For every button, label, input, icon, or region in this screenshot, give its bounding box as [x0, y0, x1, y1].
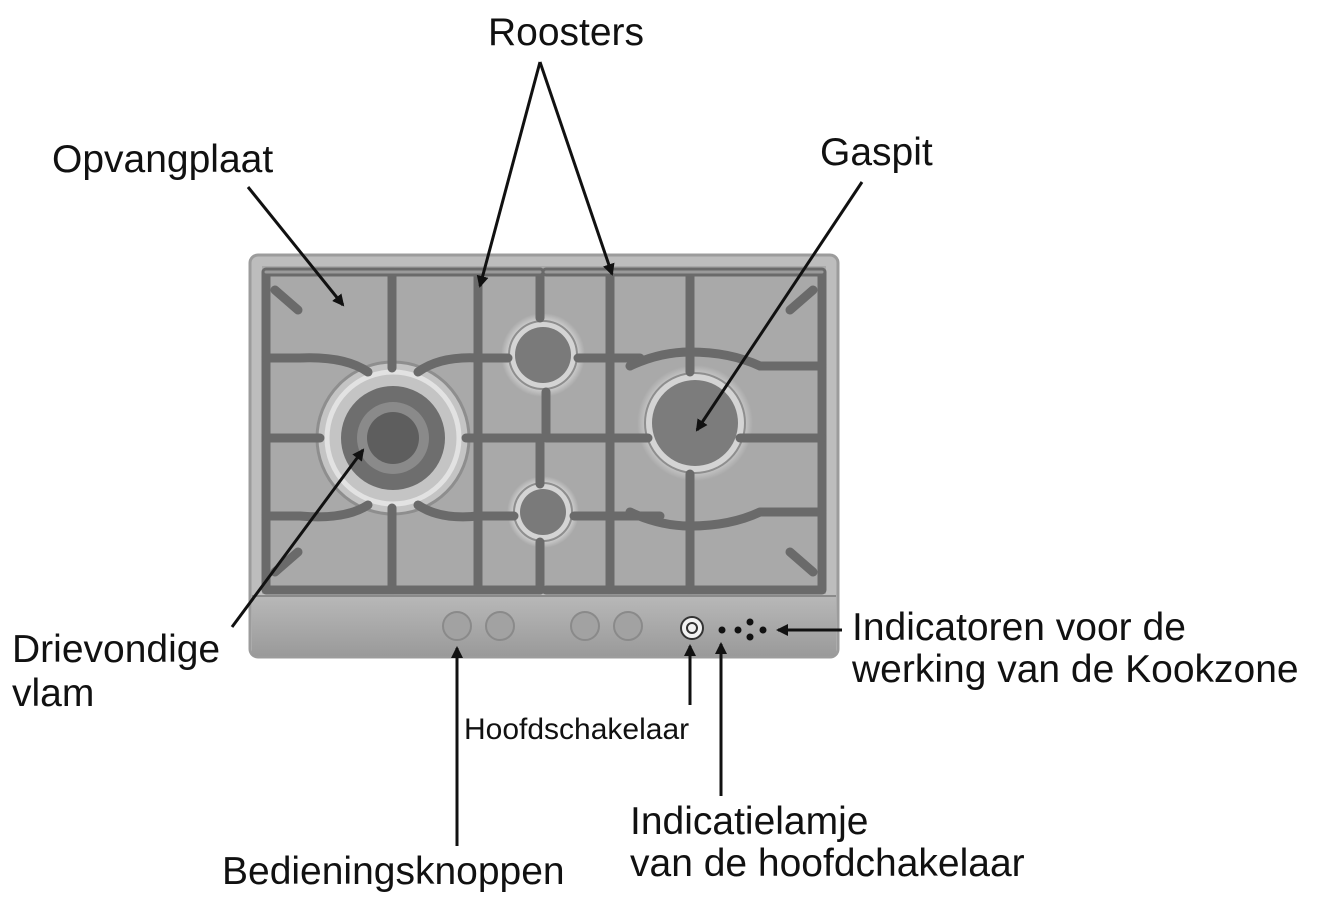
- burner-large: [644, 372, 746, 474]
- label-opvangplaat: Opvangplaat: [52, 138, 273, 181]
- label-indicatoren-line2: werking van de Kookzone: [851, 648, 1299, 691]
- labels: Roosters Opvangplaat Gaspit Drievondige …: [12, 11, 1299, 893]
- burner-small-bottom: [513, 482, 573, 542]
- label-drievondige-vlam-line2: vlam: [12, 672, 94, 715]
- label-roosters: Roosters: [488, 11, 644, 54]
- label-drievondige-vlam: Drievondige: [12, 628, 220, 671]
- label-hoofdschakelaar: Hoofdschakelaar: [464, 713, 689, 746]
- control-knob[interactable]: [485, 611, 515, 641]
- zone-indicator-lights: [718, 618, 767, 641]
- control-knob[interactable]: [613, 611, 643, 641]
- control-knob[interactable]: [570, 611, 600, 641]
- label-bedieningsknoppen: Bedieningsknoppen: [222, 850, 565, 893]
- main-switch[interactable]: [680, 616, 704, 640]
- hob: [248, 253, 840, 659]
- leader-lines: [230, 61, 864, 846]
- pan-supports: [261, 267, 827, 595]
- front-control-panel: [252, 596, 836, 656]
- label-indicatielampje-line2: van de hoofdchakelaar: [630, 842, 1025, 885]
- control-knob[interactable]: [442, 611, 472, 641]
- label-indicatoren: Indicatoren voor de: [852, 606, 1186, 649]
- burner-small-top: [508, 320, 578, 390]
- control-knobs: [442, 611, 643, 641]
- main-switch-indicator-light: [718, 626, 726, 634]
- label-gaspit: Gaspit: [820, 131, 933, 174]
- triple-crown-burner: [315, 360, 471, 516]
- label-indicatielampje: Indicatielamje: [630, 800, 868, 843]
